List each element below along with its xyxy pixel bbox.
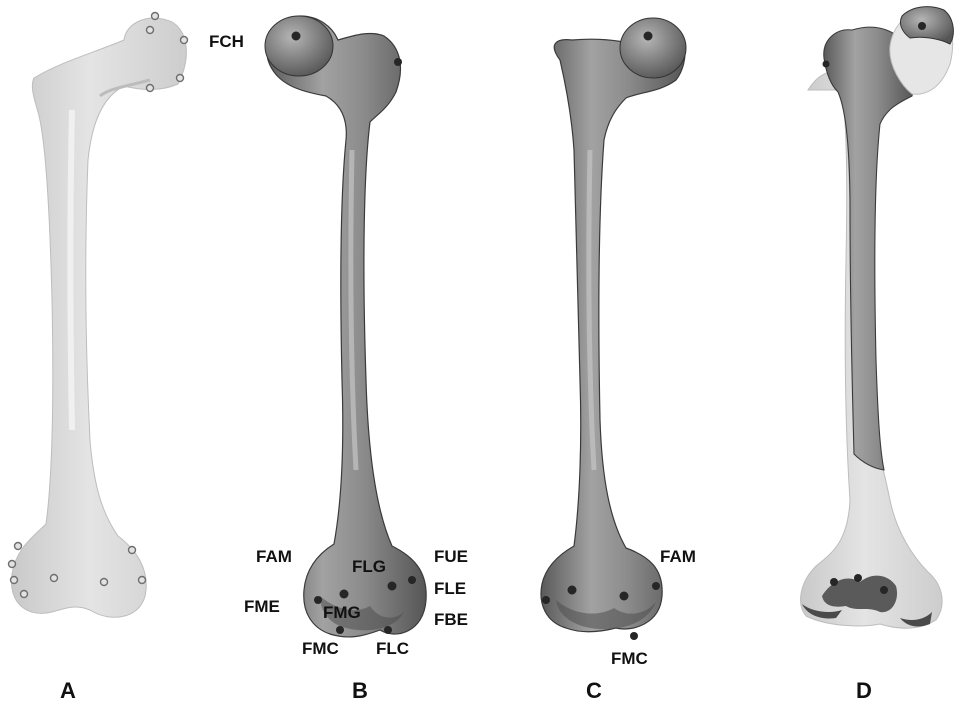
landmark-label-fmc: FMC <box>302 639 339 658</box>
landmark-label-fme: FME <box>244 597 280 616</box>
femur-c-head <box>620 18 686 78</box>
landmark-label-fmc-c: FMC <box>611 649 648 668</box>
panel-label-d: D <box>856 678 872 703</box>
femur-panel-d <box>801 7 954 628</box>
panel-label-b: B <box>352 678 368 703</box>
femur-d-dark-bone <box>824 27 913 470</box>
femur-b-head <box>265 16 333 76</box>
landmark-label-fch: FCH <box>209 32 244 51</box>
landmark-label-flc: FLC <box>376 639 409 658</box>
femur-a-shaft-highlight <box>71 110 73 430</box>
femur-a-bone <box>11 18 186 617</box>
femur-panel-a <box>9 13 188 618</box>
landmark-label-fam: FAM <box>256 547 292 566</box>
landmark-label-fbe: FBE <box>434 610 468 629</box>
landmark-label-fue: FUE <box>434 547 468 566</box>
landmark-label-flg: FLG <box>352 557 386 576</box>
femur-c-bone <box>541 20 685 632</box>
landmark-label-fam-c: FAM <box>660 547 696 566</box>
femur-panel-c: FAM FMC <box>541 18 696 668</box>
panel-label-c: C <box>586 678 602 703</box>
panel-label-a: A <box>60 678 76 703</box>
landmark-label-fmg: FMG <box>323 603 361 622</box>
femur-b-bone <box>267 16 426 637</box>
femur-panel-b: FCH FAM FLG FUE FLE FME FMG FBE FMC FLC <box>209 16 468 658</box>
landmark-label-fle: FLE <box>434 579 466 598</box>
